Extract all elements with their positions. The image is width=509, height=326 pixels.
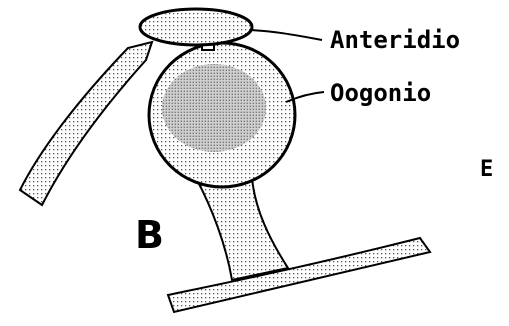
bottom-hypha <box>168 238 430 312</box>
oogonium-stalk <box>196 178 288 280</box>
oogonium-label: Oogonio <box>330 79 431 107</box>
panel-letter-b: B <box>135 213 164 257</box>
oogonium-core <box>162 64 266 152</box>
antheridial-hypha <box>20 42 152 205</box>
panel-letter-e: E <box>480 157 493 182</box>
antheridium-leader-line <box>250 30 322 40</box>
antheridium-label: Anteridio <box>330 26 460 54</box>
antheridium <box>140 9 252 45</box>
